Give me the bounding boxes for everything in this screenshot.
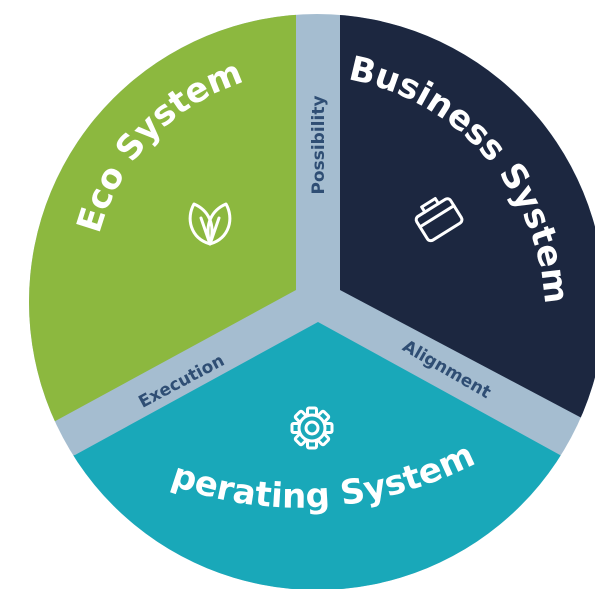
gear-icon <box>290 406 334 450</box>
briefcase-icon <box>414 196 464 243</box>
possibility-label: Possibility <box>309 95 329 194</box>
operating-system-segment <box>29 322 595 589</box>
leaf-icon <box>188 202 232 246</box>
